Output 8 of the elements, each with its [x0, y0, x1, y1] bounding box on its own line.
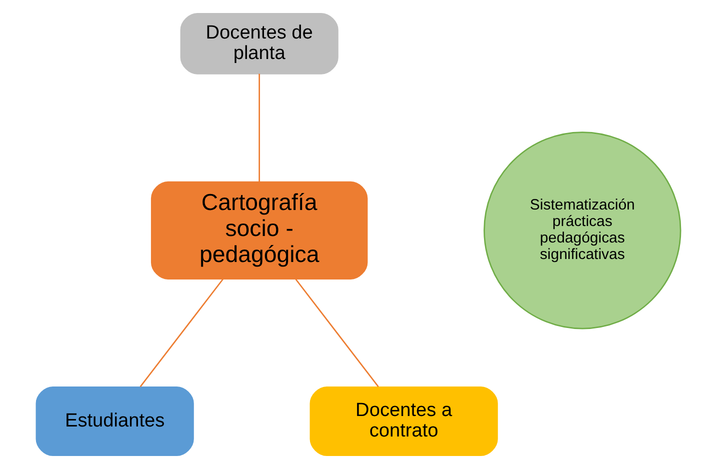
- node-box: Estudiantes: [36, 386, 194, 456]
- connector: [258, 74, 260, 182]
- node-box: Docentes de planta: [180, 12, 338, 74]
- node-circle: Sistematización prácticas pedagógicas significativas: [484, 132, 682, 330]
- connector: [295, 278, 379, 388]
- connector: [140, 278, 224, 388]
- node-box: Cartografía socio - pedagógica: [150, 181, 368, 280]
- node-box: Docentes a contrato: [310, 386, 498, 456]
